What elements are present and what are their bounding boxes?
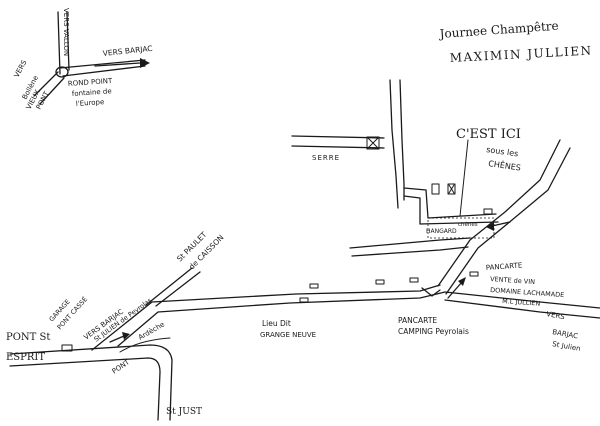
inset-road-barjac [59, 59, 146, 77]
main-roads [9, 79, 600, 421]
label-pancarte-vin-2: VENTE de VIN [490, 275, 536, 286]
road-serre-vertical-west [389, 79, 399, 209]
building-2-cross-icon [448, 184, 455, 194]
title-line-2: MAXIMIN JULLIEN [449, 44, 592, 65]
label-pancarte-vin-4: M.L JULLIEN [502, 297, 541, 308]
sign-marker-5-icon [469, 271, 479, 277]
inset-road-vallon [57, 11, 70, 75]
sign-marker-2-icon [375, 279, 385, 285]
label-pancarte-camping-2: CAMPING Peyrolais [398, 327, 469, 336]
site-area [366, 136, 511, 239]
inset-arrow-shaft [94, 62, 141, 67]
inset-rond-point-3: l'Europe [76, 98, 105, 108]
title-line-1: Journee Champêtre [437, 19, 559, 41]
building-2-icon [447, 183, 456, 195]
road-pont-st-esprit-south [9, 357, 161, 421]
river-ardeche [119, 337, 171, 353]
label-pancarte-vin-1: PANCARTE [486, 261, 523, 272]
label-vers-barjac-right-2: BARJAC [552, 328, 579, 340]
inset-vers-bollene-1: VERS [13, 58, 29, 79]
label-hangard: HANGARD [426, 228, 457, 235]
sign-marker-3-icon [409, 277, 419, 283]
road-pont-st-esprit-north [9, 344, 173, 421]
cest-ici-pointer [459, 139, 469, 217]
inset-road-bollene [33, 71, 65, 105]
road-sign-markers [61, 271, 479, 352]
site-arrow-shaft [491, 221, 511, 227]
inset-map: VERS VALLON VERS BARJAC VERS Bollène VIE… [13, 8, 153, 111]
label-sous-les: sous les [486, 145, 519, 158]
road-middle-north [349, 237, 471, 249]
site-arrow-head [486, 222, 494, 231]
road-east-south [444, 299, 600, 319]
road-east-north [444, 291, 600, 309]
label-vers-barjac-right-3: St Julien [552, 340, 582, 353]
label-pancarte-camping-1: PANCARTE [398, 316, 437, 325]
garage-building-icon [61, 344, 73, 352]
label-vers-barjac-right-1: VERS [546, 310, 566, 321]
label-chenes-small: chênes [458, 221, 478, 228]
road-to-hangard-south [403, 195, 499, 225]
road-st-paulet [145, 267, 201, 307]
building-1-icon [431, 183, 440, 195]
label-serre: SERRE [312, 154, 340, 162]
road-arrow-3-head [122, 332, 130, 340]
label-lieu-dit-1: Lieu Dit [262, 319, 291, 328]
label-pancarte-vin-3: DOMAINE LACHAMADE [490, 286, 565, 299]
inset-vers-vallon: VERS VALLON [62, 8, 70, 56]
label-pont-st-esprit-1: PONT St [6, 332, 50, 343]
road-main-north-edge [91, 284, 441, 351]
sign-site-icon [483, 208, 493, 215]
label-pont-st-esprit-2: ESPRIT [6, 352, 45, 363]
road-arrow-3-shaft [109, 335, 125, 343]
road-main-south-edge [117, 291, 446, 347]
road-middle-south [351, 246, 469, 257]
label-st-just: St JUST [166, 407, 202, 417]
road-to-hangard-north [403, 187, 497, 219]
road-arrow-1-shaft [447, 281, 463, 299]
road-arrow-1-head [458, 277, 466, 286]
road-arrow-2 [421, 287, 441, 297]
road-serre-vertical-east [399, 79, 405, 201]
road-to-site-east [445, 147, 571, 295]
inset-roundabout [55, 66, 69, 78]
serre-building-cross-icon [366, 136, 380, 150]
inset-arrow-head [140, 58, 150, 68]
map-labels: SERRE C'EST ICI sous les CHÊNES HANGARD … [6, 127, 581, 417]
map-title: Journee Champêtre MAXIMIN JULLIEN [437, 19, 593, 65]
label-lieu-dit-2: GRANGE NEUVE [260, 331, 316, 339]
inset-rond-point-2: fontaine de [72, 87, 112, 98]
label-chenes: CHÊNES [488, 157, 522, 172]
inset-vers-barjac: VERS BARJAC [102, 44, 153, 58]
sign-marker-4-icon [299, 297, 309, 303]
serre-building-icon [366, 136, 380, 150]
road-to-site-west [437, 139, 561, 287]
inset-rond-point-1: ROND POINT [68, 77, 114, 88]
label-cest-ici: C'EST ICI [456, 127, 521, 142]
sign-marker-1-icon [309, 283, 319, 289]
